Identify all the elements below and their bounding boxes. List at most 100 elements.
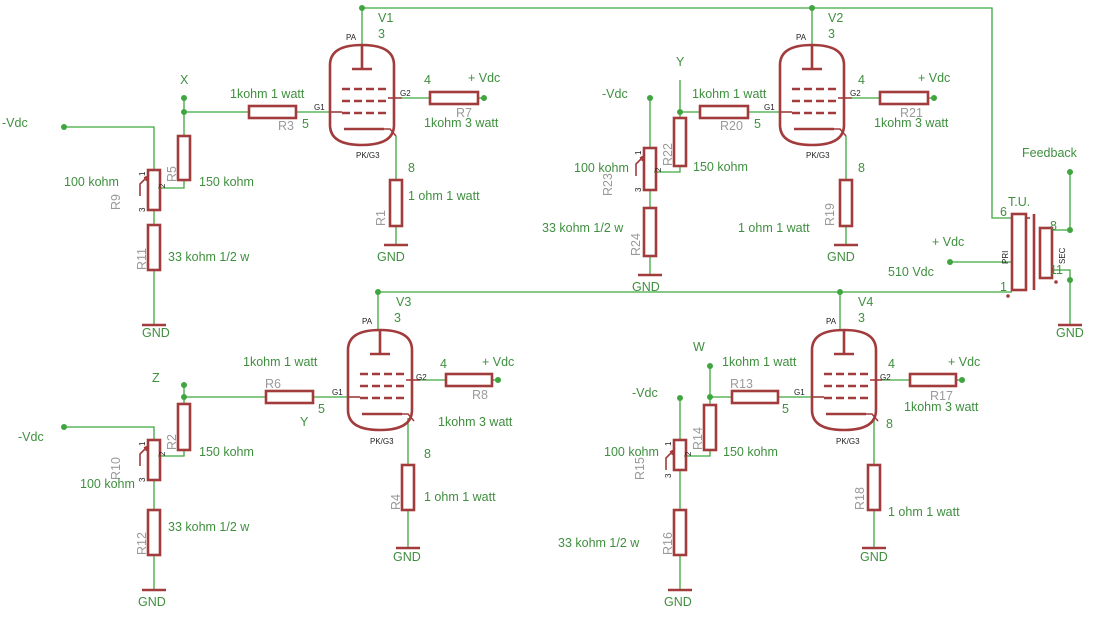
net-plus-vdc: + Vdc [468,71,500,85]
pin-name: G1 [764,103,775,112]
resistor-r2 [176,402,192,452]
pin-label: 11 [1050,263,1063,277]
resistor-r24 [642,206,658,258]
pin-label: 4 [424,73,431,87]
labels-tube-v1: V1 3 PA 4 G2 G1 5 PK/G3 8 [302,11,431,175]
pin-name: G1 [314,103,325,112]
pin-label: 5 [754,117,761,131]
ref-r14: R14 [691,427,705,450]
pin-label: 4 [888,357,895,371]
pin-label: 3 [378,27,385,41]
resistor-r16 [672,508,688,557]
pin-label: 5 [318,402,325,416]
net-gnd: GND [377,250,405,264]
pin-name: G2 [400,89,411,98]
ref-r22: R22 [661,143,675,166]
svg-text:3: 3 [138,477,147,482]
value-r21: 1kohm 3 watt [874,116,949,130]
net-plus-vdc: + Vdc [918,71,950,85]
resistor-bodies [146,90,958,557]
pin-label: 8 [886,417,893,431]
value-r6: 1kohm 1 watt [243,355,318,369]
tube-ref: V3 [396,295,411,309]
value-r24: 33 kohm 1/2 w [542,221,624,235]
resistor-r14 [702,403,718,452]
value-r15: 100 kohm [604,445,659,459]
ref-r16: R16 [661,532,675,555]
resistor-r13 [730,389,780,405]
pin-label: 8 [424,447,431,461]
net-gnd: GND [1056,326,1084,340]
tube-v4 [810,328,882,432]
svg-text:2: 2 [158,183,167,188]
junctions [61,5,1073,430]
value-r10: 100 kohm [80,477,135,491]
value-r13: 1kohm 1 watt [722,355,797,369]
resistor-r5 [176,134,192,182]
resistor-r19 [838,178,854,228]
ref-r21: R21 [900,106,923,120]
pin-name: PK/G3 [806,151,830,160]
net-y: Y [300,415,309,429]
pin-label: 4 [858,73,865,87]
net-minus-vdc: -Vdc [602,87,628,101]
pin-name: G1 [332,388,343,397]
value-r16: 33 kohm 1/2 w [558,536,640,550]
pot-wipers [139,154,676,470]
pin-name: G1 [794,388,805,397]
pin-label: 6 [1000,205,1007,219]
net-w: W [693,340,705,354]
net-510-vdc: 510 Vdc [888,265,934,279]
net-gnd: GND [827,250,855,264]
labels-tube-v2: V2 3 PA 4 G2 G1 5 PK/G3 8 [754,11,865,175]
value-r18: 1 ohm 1 watt [888,505,960,519]
pin-name: G2 [880,373,891,382]
value-r8: 1kohm 3 watt [438,415,513,429]
ref-r23: R23 [601,173,615,196]
net-gnd: GND [664,595,692,609]
value-r12: 33 kohm 1/2 w [168,520,250,534]
tube-v2 [778,43,852,147]
tube-v1 [328,43,402,147]
pin-label: 5 [782,402,789,416]
value-r20: 1kohm 1 watt [692,87,767,101]
ref-r8: R8 [472,388,488,402]
value-r19: 1 ohm 1 watt [738,221,810,235]
pin-label: 3 [858,311,865,325]
pin-name: PK/G3 [370,437,394,446]
tube-ref: V2 [828,11,843,25]
wires [64,7,1071,590]
tube-ref: V4 [858,295,873,309]
net-plus-vdc: + Vdc [948,355,980,369]
pin-name: G2 [850,89,861,98]
resistor-refs: R3 R7 R1 R5 R9 R11 R20 R21 R19 R22 R23 R… [109,106,953,555]
pin-name: G2 [416,373,427,382]
net-feedback: Feedback [1022,146,1078,160]
value-r1: 1 ohm 1 watt [408,189,480,203]
potentiometer-r10 [146,438,162,482]
net-gnd: GND [632,280,660,294]
net-gnd: GND [860,550,888,564]
pin-label: 8 [408,161,415,175]
transformer-ref: T.U. [1008,195,1030,209]
ref-r17: R17 [930,389,953,403]
svg-text:2: 2 [654,167,663,172]
pin-label: 8 [858,161,865,175]
ref-r5: R5 [165,166,179,182]
ref-r15: R15 [633,457,647,480]
net-gnd: GND [393,550,421,564]
value-r4: 1 ohm 1 watt [424,490,496,504]
svg-text:3: 3 [634,187,643,192]
pri-label: PRI [1001,251,1010,264]
resistor-r18 [866,463,882,512]
ref-r7: R7 [456,106,472,120]
resistor-r6 [264,389,315,405]
ref-r4: R4 [389,494,403,510]
ground-symbols [142,243,1082,592]
svg-text:3: 3 [664,473,673,478]
resistor-r11 [146,223,162,272]
net-minus-vdc: -Vdc [18,430,44,444]
svg-text:3: 3 [138,207,147,212]
potentiometer-r23 [642,146,658,192]
